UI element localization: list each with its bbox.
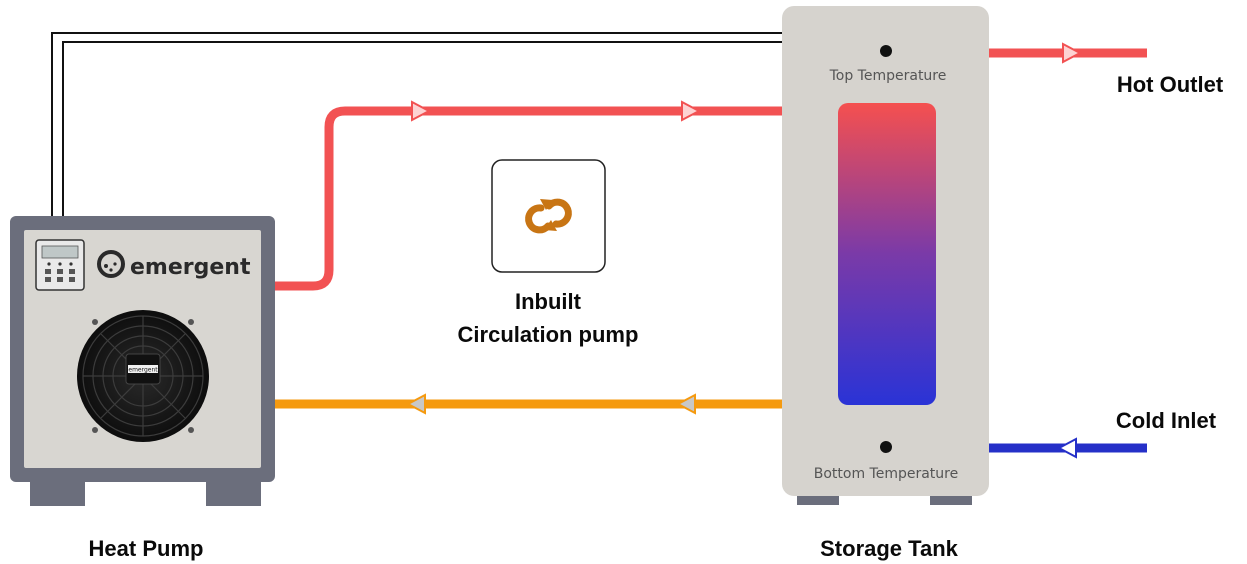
top-sensor-wire — [51, 32, 886, 218]
flow-arrow-icon — [681, 100, 702, 122]
hot-supply-pipe — [274, 100, 782, 291]
pump-icon-box — [491, 159, 606, 273]
flow-arrow-icon — [675, 393, 696, 415]
cold-inlet-pipe — [988, 437, 1147, 459]
hot-outlet-pipe — [988, 42, 1147, 64]
circulation-pump — [491, 159, 606, 273]
flow-arrow-icon — [1062, 42, 1083, 64]
pump-label-line2: Circulation pump — [458, 322, 639, 347]
top-sensor-icon — [880, 45, 892, 57]
control-panel-icon — [35, 239, 85, 291]
bottom-temperature-label: Bottom Temperature — [814, 466, 958, 482]
brand-logo: emergent — [97, 250, 251, 280]
fan-badge: emergent — [128, 367, 158, 374]
storage-tank: Top Temperature Bottom Temperature — [782, 6, 989, 505]
brand-name: emergent — [130, 255, 251, 280]
heat-pump-label: Heat Pump — [89, 536, 204, 561]
top-temperature-label: Top Temperature — [829, 68, 947, 84]
tank-thermal-gradient — [838, 103, 936, 405]
storage-tank-label: Storage Tank — [820, 536, 959, 561]
pump-label-line1: Inbuilt — [515, 289, 582, 314]
cold-inlet-label: Cold Inlet — [1116, 408, 1217, 433]
bottom-sensor-icon — [880, 441, 892, 453]
circulation-arrows-icon — [525, 198, 572, 234]
hot-outlet-label: Hot Outlet — [1117, 72, 1224, 97]
flow-arrow-icon — [405, 393, 426, 415]
flow-arrow-icon — [1056, 437, 1077, 459]
heat-pump-foot — [30, 482, 85, 506]
heat-pump-unit: emergent emergent — [10, 216, 275, 506]
fan-icon: emergent — [77, 310, 209, 442]
return-pipe — [274, 393, 782, 415]
heat-pump-foot — [206, 482, 261, 506]
flow-arrow-icon — [411, 100, 432, 122]
